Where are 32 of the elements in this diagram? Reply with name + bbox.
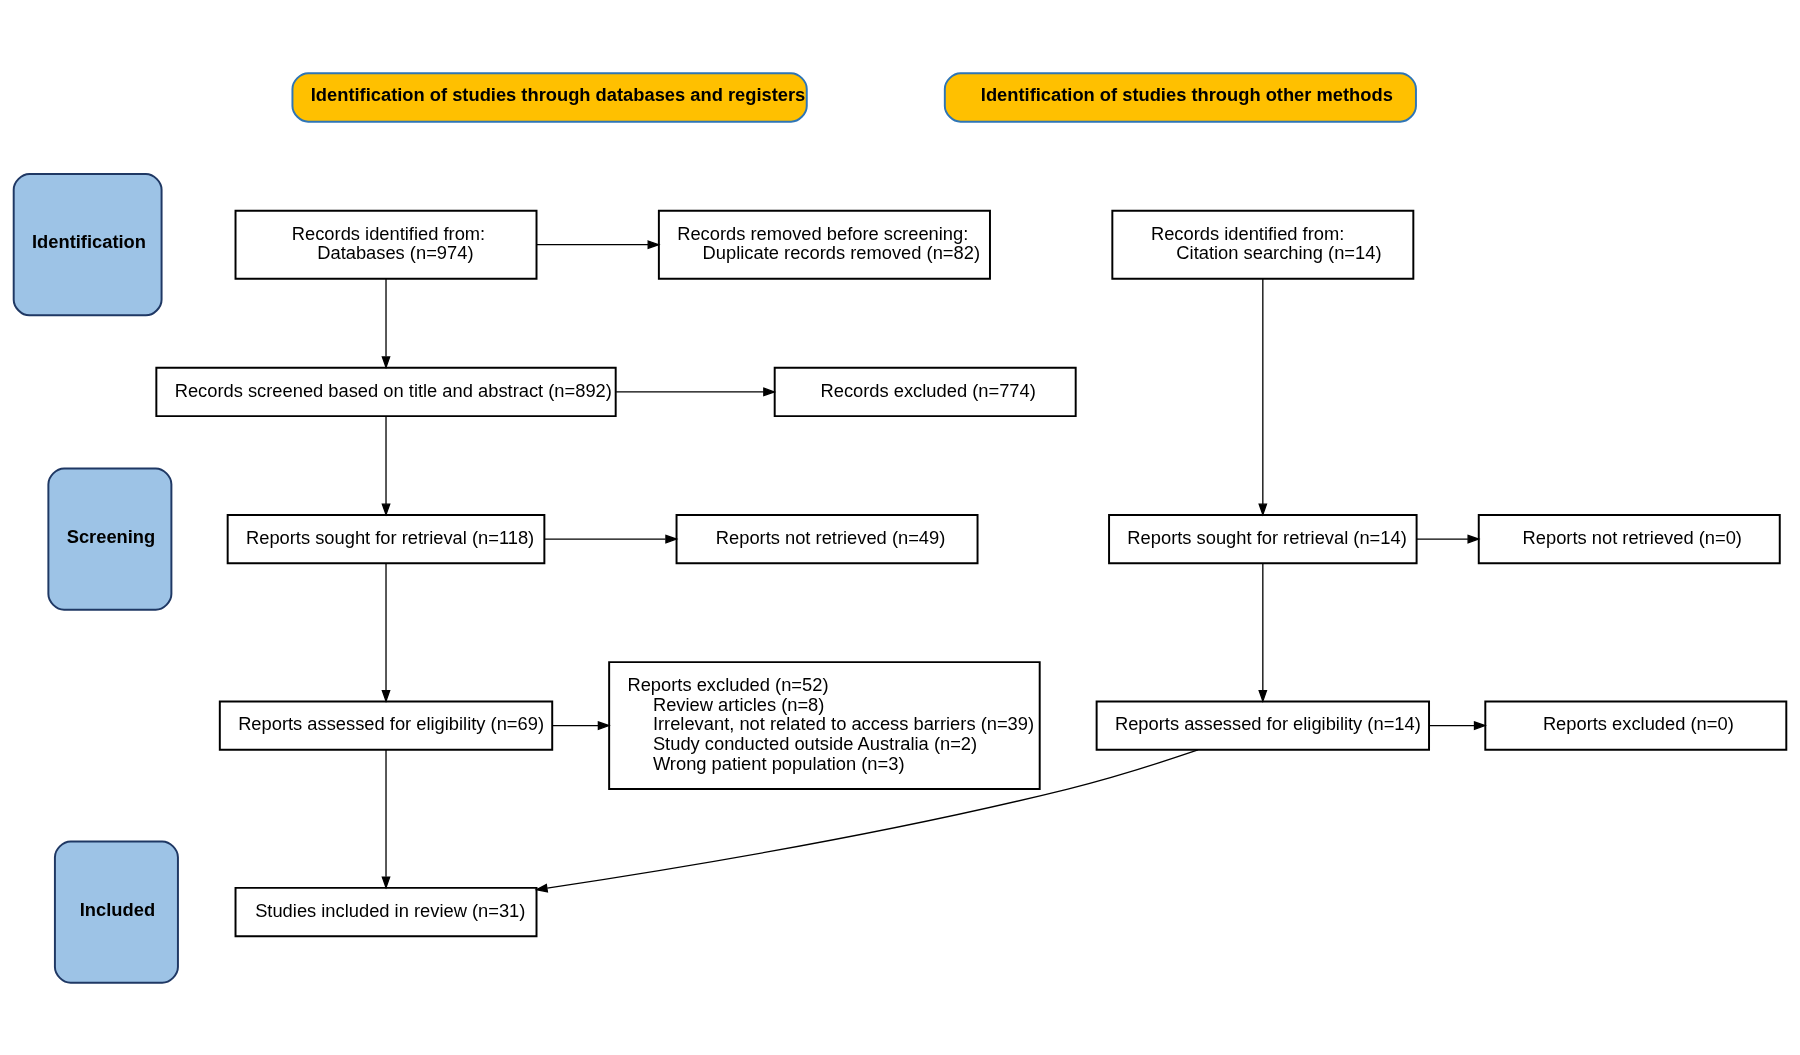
arrow [1416, 534, 1481, 544]
arrow [1428, 720, 1487, 730]
node-box: Records screened based on title and abstract (n=892) [155, 366, 617, 417]
arrow [381, 562, 391, 703]
arrow [536, 239, 661, 249]
node-box: Records identified from: Databases (n=974) [234, 209, 538, 280]
arrow [381, 748, 391, 890]
node-box: Identification of studies through databases and registers [291, 71, 808, 123]
node-box: Studies included in review (n=31) [234, 886, 538, 937]
arrow [1258, 562, 1268, 703]
node-box: Reports excluded (n=0) [1484, 699, 1788, 751]
arrow [1258, 277, 1268, 517]
node-box: Reports not retrieved (n=0) [1477, 513, 1781, 564]
node-box: Reports sought for retrieval (n=14) [1108, 513, 1418, 564]
node-box: Records identified from: Citation searching (n=14) [1111, 209, 1415, 280]
node-box: Screening [47, 466, 173, 611]
arrow [381, 277, 391, 369]
node-box: Identification of studies through other methods [943, 71, 1417, 123]
node-box: Records removed before screening: Duplicate records removed (n=82) [657, 209, 991, 280]
node-box: Reports assessed for eligibility (n=69) [218, 699, 554, 751]
node-box: Reports excluded (n=52) Review articles (n=8) Irrelevant, not related to access barriers (n=39) Study conducted outside Australia (n=2) Wrong patient population (n=3) [608, 660, 1041, 790]
node-box: Identification [12, 172, 163, 316]
arrow [534, 748, 1199, 893]
arrow [381, 415, 391, 517]
node-box: Records excluded (n=774) [773, 366, 1077, 417]
node-box: Reports assessed for eligibility (n=14) [1095, 699, 1430, 751]
arrow [551, 720, 611, 730]
node-box: Included [53, 839, 179, 984]
arrow [543, 534, 679, 544]
arrow [615, 386, 777, 396]
node-box: Reports not retrieved (n=49) [675, 513, 979, 564]
node-box: Reports sought for retrieval (n=118) [226, 513, 546, 564]
